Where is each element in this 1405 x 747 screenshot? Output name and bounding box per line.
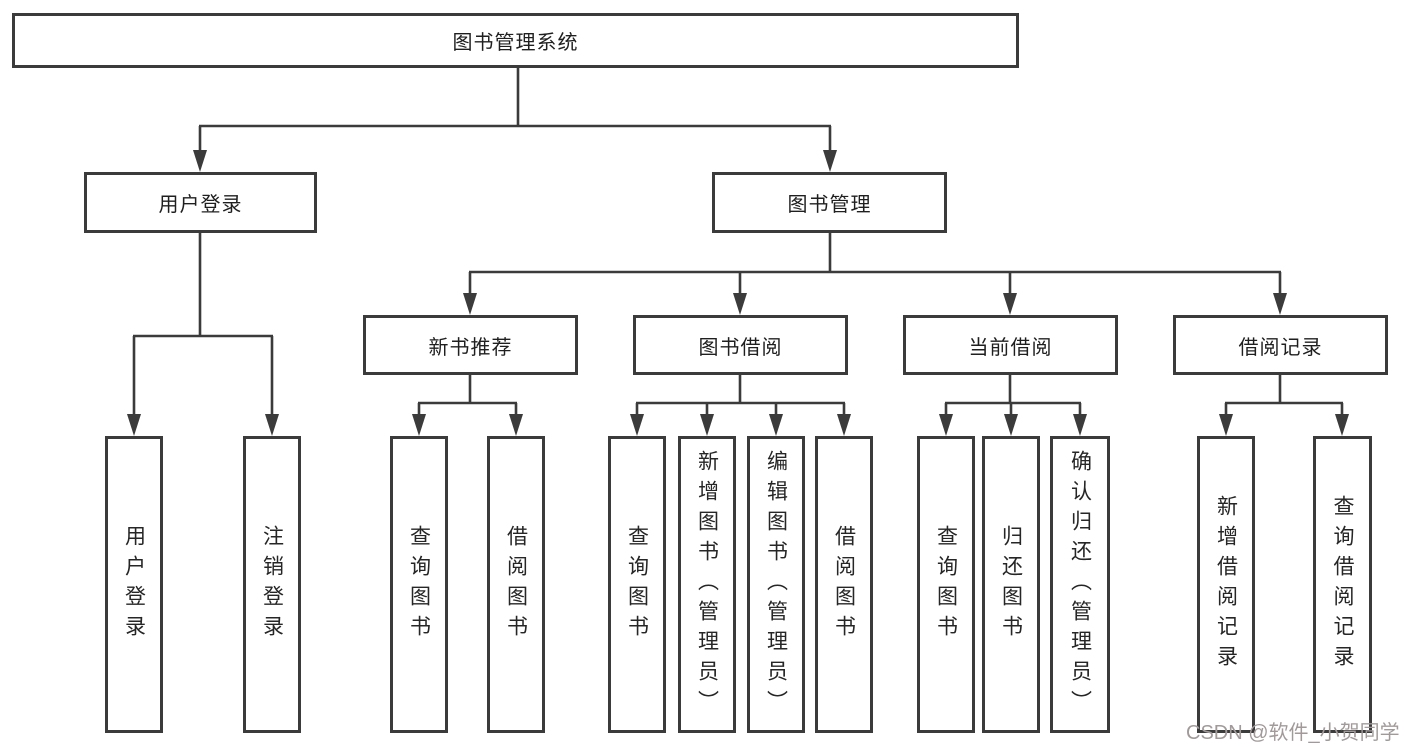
leaf-recommend-borrow-book: 借阅图书 xyxy=(487,436,545,733)
leaf-add-borrow-record: 新增借阅记录 xyxy=(1197,436,1255,733)
leaf-recommend-borrow-book-label: 借阅图书 xyxy=(504,524,528,645)
node-current-borrow-label: 当前借阅 xyxy=(968,336,1053,359)
leaf-add-book-admin-label: 新增图书（管理员） xyxy=(695,449,719,720)
leaf-edit-book-admin: 编辑图书（管理员） xyxy=(747,436,805,733)
node-root-label: 图书管理系统 xyxy=(452,32,579,54)
csdn-watermark: CSDN @软件_小贺同学 xyxy=(1186,722,1400,744)
leaf-confirm-return-admin: 确认归还（管理员） xyxy=(1050,436,1110,733)
node-current-borrow: 当前借阅 xyxy=(903,315,1118,375)
leaf-recommend-query-book: 查询图书 xyxy=(390,436,448,733)
leaf-borrow-book: 借阅图书 xyxy=(815,436,873,733)
leaf-borrow-query-book-label: 查询图书 xyxy=(625,524,649,645)
leaf-add-book-admin: 新增图书（管理员） xyxy=(678,436,736,733)
node-user-login: 用户登录 xyxy=(84,172,317,233)
leaf-user-login: 用户登录 xyxy=(105,436,163,733)
node-borrow-record: 借阅记录 xyxy=(1173,315,1388,375)
leaf-borrow-query-book: 查询图书 xyxy=(608,436,666,733)
node-book-borrow-label: 图书借阅 xyxy=(698,336,783,359)
leaf-return-book: 归还图书 xyxy=(982,436,1040,733)
leaf-logout-label: 注销登录 xyxy=(260,524,284,645)
node-root-library-management-system: 图书管理系统 xyxy=(12,13,1019,68)
leaf-current-query-book: 查询图书 xyxy=(917,436,975,733)
node-new-book-recommend-label: 新书推荐 xyxy=(428,336,513,359)
leaf-query-borrow-record: 查询借阅记录 xyxy=(1313,436,1372,733)
leaf-borrow-book-label: 借阅图书 xyxy=(832,524,856,645)
node-user-login-label: 用户登录 xyxy=(158,194,243,216)
node-book-borrow: 图书借阅 xyxy=(633,315,848,375)
leaf-user-login-label: 用户登录 xyxy=(122,524,146,645)
leaf-edit-book-admin-label: 编辑图书（管理员） xyxy=(764,449,788,720)
node-book-management: 图书管理 xyxy=(712,172,947,233)
node-book-management-label: 图书管理 xyxy=(787,194,872,216)
leaf-query-borrow-record-label: 查询借阅记录 xyxy=(1331,494,1354,675)
leaf-recommend-query-book-label: 查询图书 xyxy=(407,524,431,645)
leaf-current-query-book-label: 查询图书 xyxy=(934,524,958,645)
leaf-add-borrow-record-label: 新增借阅记录 xyxy=(1214,494,1238,675)
node-new-book-recommend: 新书推荐 xyxy=(363,315,578,375)
leaf-confirm-return-admin-label: 确认归还（管理员） xyxy=(1068,449,1092,720)
node-borrow-record-label: 借阅记录 xyxy=(1238,336,1323,359)
leaf-logout: 注销登录 xyxy=(243,436,301,733)
leaf-return-book-label: 归还图书 xyxy=(999,524,1023,645)
